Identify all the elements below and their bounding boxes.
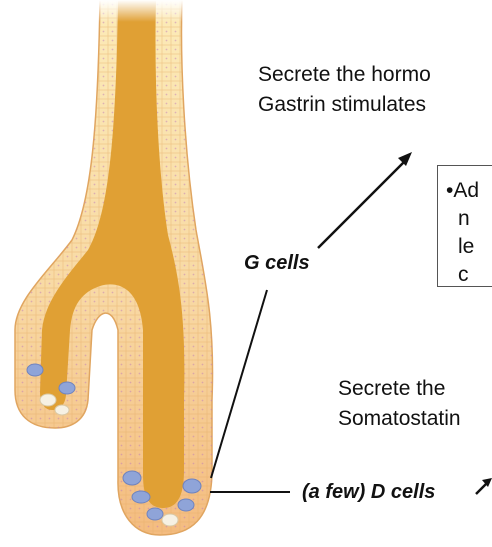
g-cells-label: G cells xyxy=(244,252,310,274)
info-box-line1: •Ad xyxy=(446,179,480,202)
d-cells-arrowhead xyxy=(482,478,492,487)
g-cells-function-line1: Secrete the hormo xyxy=(258,63,431,86)
d-cells-function-line1: Secrete the xyxy=(338,377,446,400)
pointer-lines xyxy=(210,289,290,493)
d-cells-label: (a few) D cells xyxy=(302,481,436,503)
top-fade xyxy=(90,0,190,22)
d-cells-function-line2: Somatostatin xyxy=(338,407,461,430)
white-cells xyxy=(39,393,179,527)
gland-lumen xyxy=(40,0,185,508)
arrows xyxy=(317,152,492,495)
info-box: •Ad n le c xyxy=(437,165,492,287)
info-box-line3: le xyxy=(458,235,475,258)
info-box-line4: c xyxy=(458,263,469,286)
d-cells xyxy=(26,363,202,521)
info-box-line2: n xyxy=(458,207,470,230)
g-cells-arrow xyxy=(317,159,407,249)
g-cells-pointer-line xyxy=(210,289,268,479)
g-cells-arrowhead xyxy=(398,152,412,166)
g-cells-function-line2: Gastrin stimulates xyxy=(258,93,427,116)
